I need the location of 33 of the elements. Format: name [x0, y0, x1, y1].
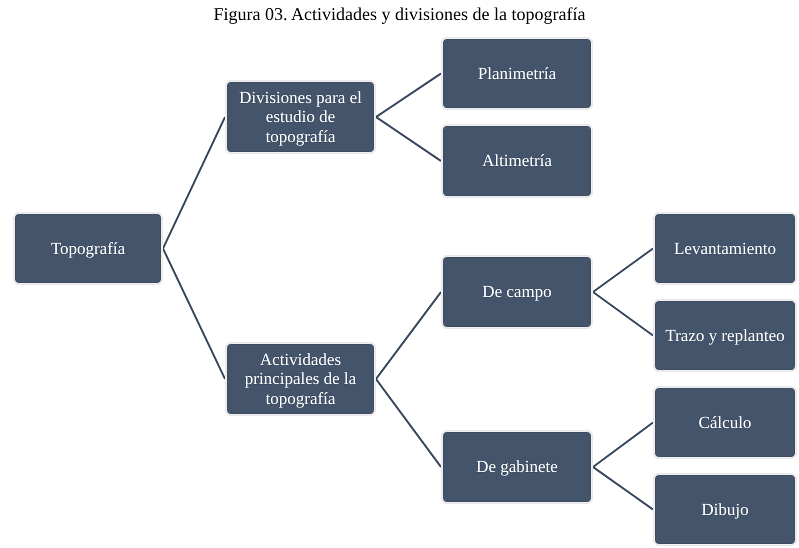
node-box — [441, 255, 593, 329]
node-box — [225, 80, 376, 154]
node-box — [653, 473, 797, 546]
node-label: Divisiones para el estudio de topografía — [238, 88, 363, 146]
node-label: De gabinete — [476, 457, 558, 477]
node-label: Levantamiento — [674, 238, 776, 258]
node-box — [441, 124, 593, 198]
node-label: De campo — [482, 282, 552, 302]
node-box — [653, 386, 797, 459]
node-label: Planimetría — [478, 64, 556, 84]
node-label: Cálculo — [698, 412, 752, 432]
node-label: Trazo y replanteo — [665, 326, 785, 346]
node-box — [441, 430, 593, 504]
connector-line — [592, 248, 654, 293]
connector-line — [592, 422, 654, 468]
node-label: Topografía — [50, 238, 126, 258]
connector-line — [592, 291, 654, 336]
figure-title: Figura 03. Actividades y divisiones de la topografía — [212, 3, 586, 26]
node-label: Altimetría — [482, 151, 552, 171]
connector-line — [162, 248, 226, 380]
connector-line — [375, 72, 442, 118]
node-box — [225, 342, 376, 416]
node-label: Actividades principales de la topografía — [244, 350, 358, 408]
connector-line — [162, 116, 226, 249]
connector-line — [375, 116, 442, 162]
node-box — [653, 212, 797, 285]
connector-line — [375, 291, 442, 380]
node-box — [441, 37, 593, 110]
node-box — [653, 299, 797, 372]
connector-line — [592, 466, 654, 510]
node-box — [13, 212, 163, 285]
node-label: Dibujo — [701, 500, 749, 520]
connector-line — [375, 378, 442, 468]
